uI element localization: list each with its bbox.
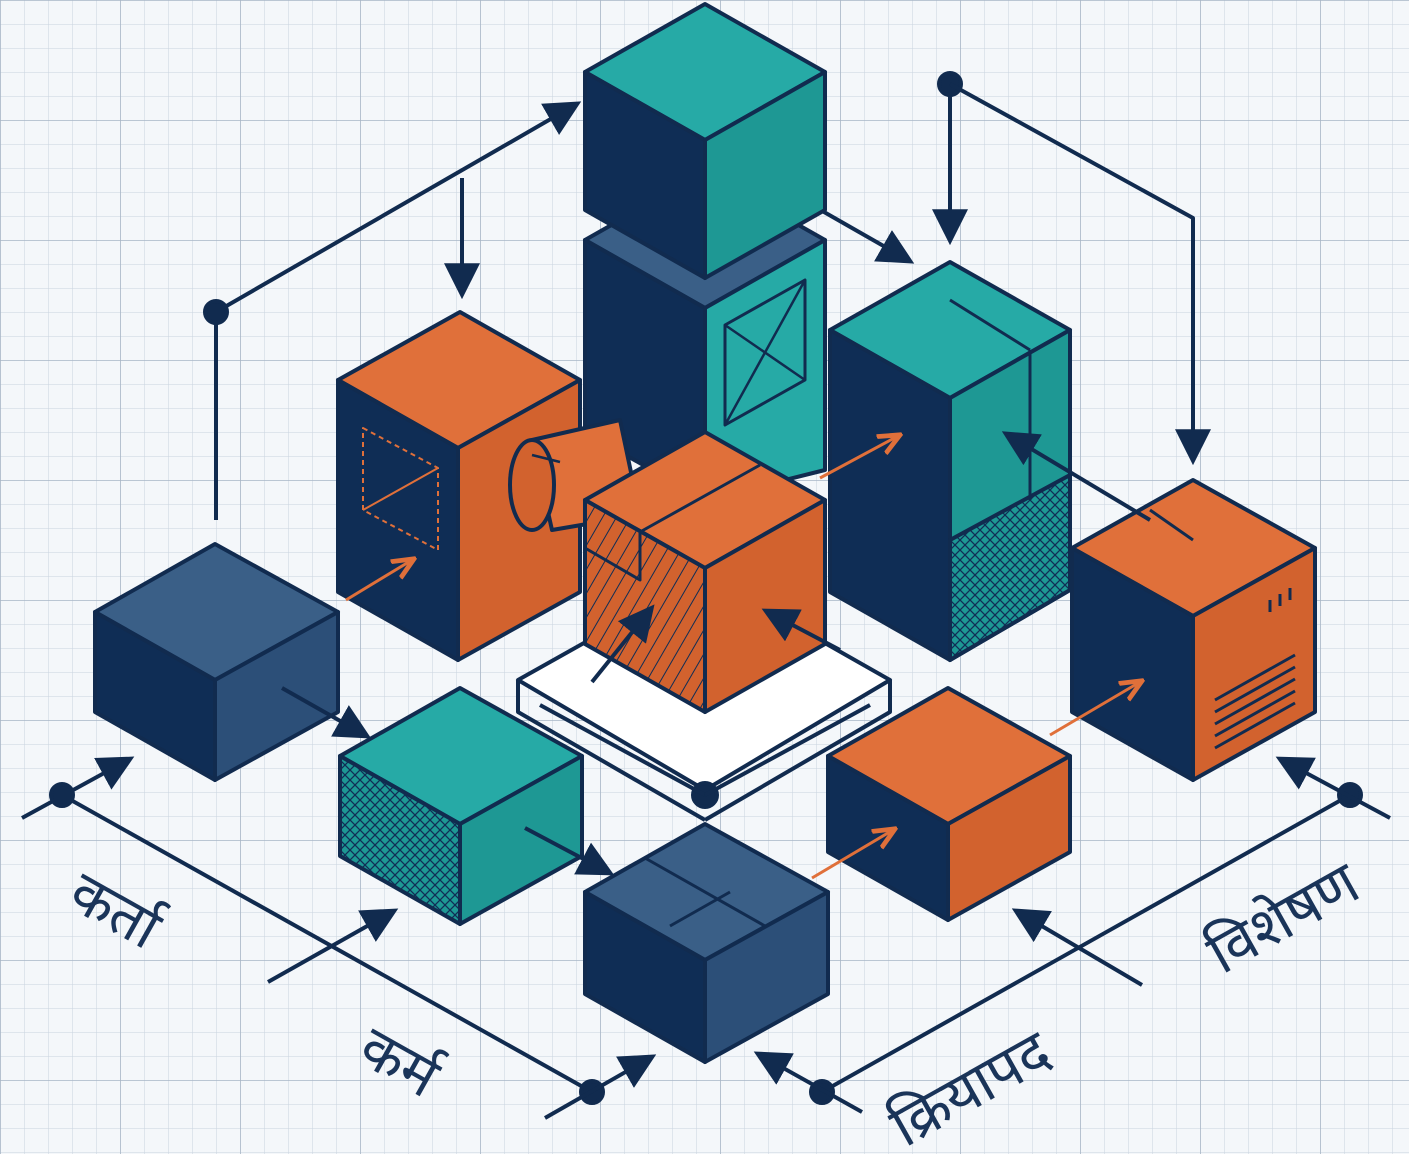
connector-top-left [203, 101, 582, 520]
block-teal-tall-right [828, 260, 1072, 662]
block-slate-left [93, 542, 372, 782]
block-teal-lower-left [338, 686, 615, 926]
block-orange-lower-right [811, 686, 1072, 922]
block-slate-front [583, 822, 830, 1064]
axis-left [21, 756, 657, 1120]
axis-right [753, 756, 1391, 1114]
block-orange-center [583, 430, 841, 714]
block-orange-right [1001, 431, 1317, 782]
tower-central [583, 2, 827, 502]
